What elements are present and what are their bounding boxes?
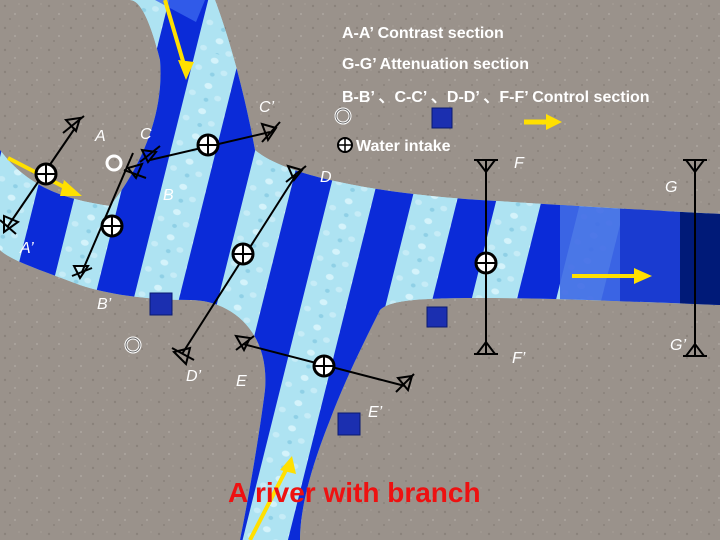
- label-f: F: [514, 155, 525, 172]
- sampling-point-icon: [312, 354, 336, 378]
- triangle-marker-icon: [474, 340, 498, 355]
- label-d-prime: D’: [186, 368, 202, 385]
- triangle-marker-icon: [62, 115, 85, 134]
- label-e: E: [236, 373, 247, 390]
- label-f-prime: F’: [512, 350, 526, 367]
- legend-contrast: A-A’ Contrast section: [342, 25, 504, 42]
- legend-open-circle-icon: [334, 107, 352, 125]
- section-line-b: [81, 152, 134, 273]
- triangle-marker-icon: [171, 346, 195, 366]
- label-d: D: [320, 169, 332, 186]
- triangle-marker-icon: [260, 121, 281, 143]
- legend-sampling-point-icon: [337, 137, 353, 153]
- legend-control: B-B’ 、C-C’ 、D-D’ 、F-F’ Control section: [342, 89, 650, 106]
- water-intake-icon: [149, 292, 173, 316]
- section-labels: A A’ B B’ C C’ D D’ E E’ F F’ G G’: [19, 99, 686, 421]
- legend-arrow-icon: [524, 114, 562, 130]
- triangle-marker-icon: [285, 164, 307, 183]
- section-end-markers: [0, 115, 707, 393]
- label-e-prime: E’: [368, 404, 383, 421]
- triangle-marker-icon: [474, 159, 498, 174]
- flow-arrow-north: [163, 0, 194, 80]
- sampling-point-icon: [34, 162, 58, 186]
- label-a: A: [94, 128, 106, 145]
- label-b-prime: B’: [97, 296, 112, 313]
- legend: A-A’ Contrast section G-G’ Attenuation s…: [342, 25, 650, 155]
- triangle-marker-icon: [0, 214, 21, 235]
- triangle-marker-icon: [395, 373, 415, 393]
- label-a-prime: A’: [19, 240, 34, 257]
- label-g-prime: G’: [670, 337, 686, 354]
- open-circle-marker-icon: [124, 336, 142, 354]
- label-c: C: [140, 126, 152, 143]
- flow-arrow-east: [572, 268, 652, 284]
- flow-arrow-south: [248, 456, 296, 540]
- triangle-marker-icon: [139, 145, 161, 164]
- label-c-prime: C’: [259, 99, 275, 116]
- sampling-points: [34, 133, 498, 378]
- flow-arrows: [7, 0, 652, 540]
- triangle-marker-icon: [234, 334, 255, 353]
- triangle-marker-icon: [683, 342, 707, 357]
- sampling-point-icon: [231, 242, 255, 266]
- label-g: G: [665, 179, 677, 196]
- triangle-marker-icon: [123, 162, 147, 180]
- legend-water-intake-icon: [431, 107, 453, 129]
- label-b: B: [163, 187, 174, 204]
- triangle-marker-icon: [683, 159, 707, 174]
- triangle-marker-icon: [71, 265, 93, 280]
- sampling-point-icon: [196, 133, 220, 157]
- water-intake-icon: [337, 412, 361, 436]
- sampling-point-icon: [474, 251, 498, 275]
- diagram-title: A river with branch: [228, 477, 481, 508]
- open-markers: [105, 107, 352, 354]
- legend-water-intake: Water intake: [356, 138, 451, 155]
- open-circle-marker-icon: [105, 154, 123, 172]
- sampling-point-icon: [100, 214, 124, 238]
- legend-attenuation: G-G’ Attenuation section: [342, 56, 529, 73]
- water-intake-icon: [426, 306, 448, 328]
- water-intakes: [149, 107, 453, 436]
